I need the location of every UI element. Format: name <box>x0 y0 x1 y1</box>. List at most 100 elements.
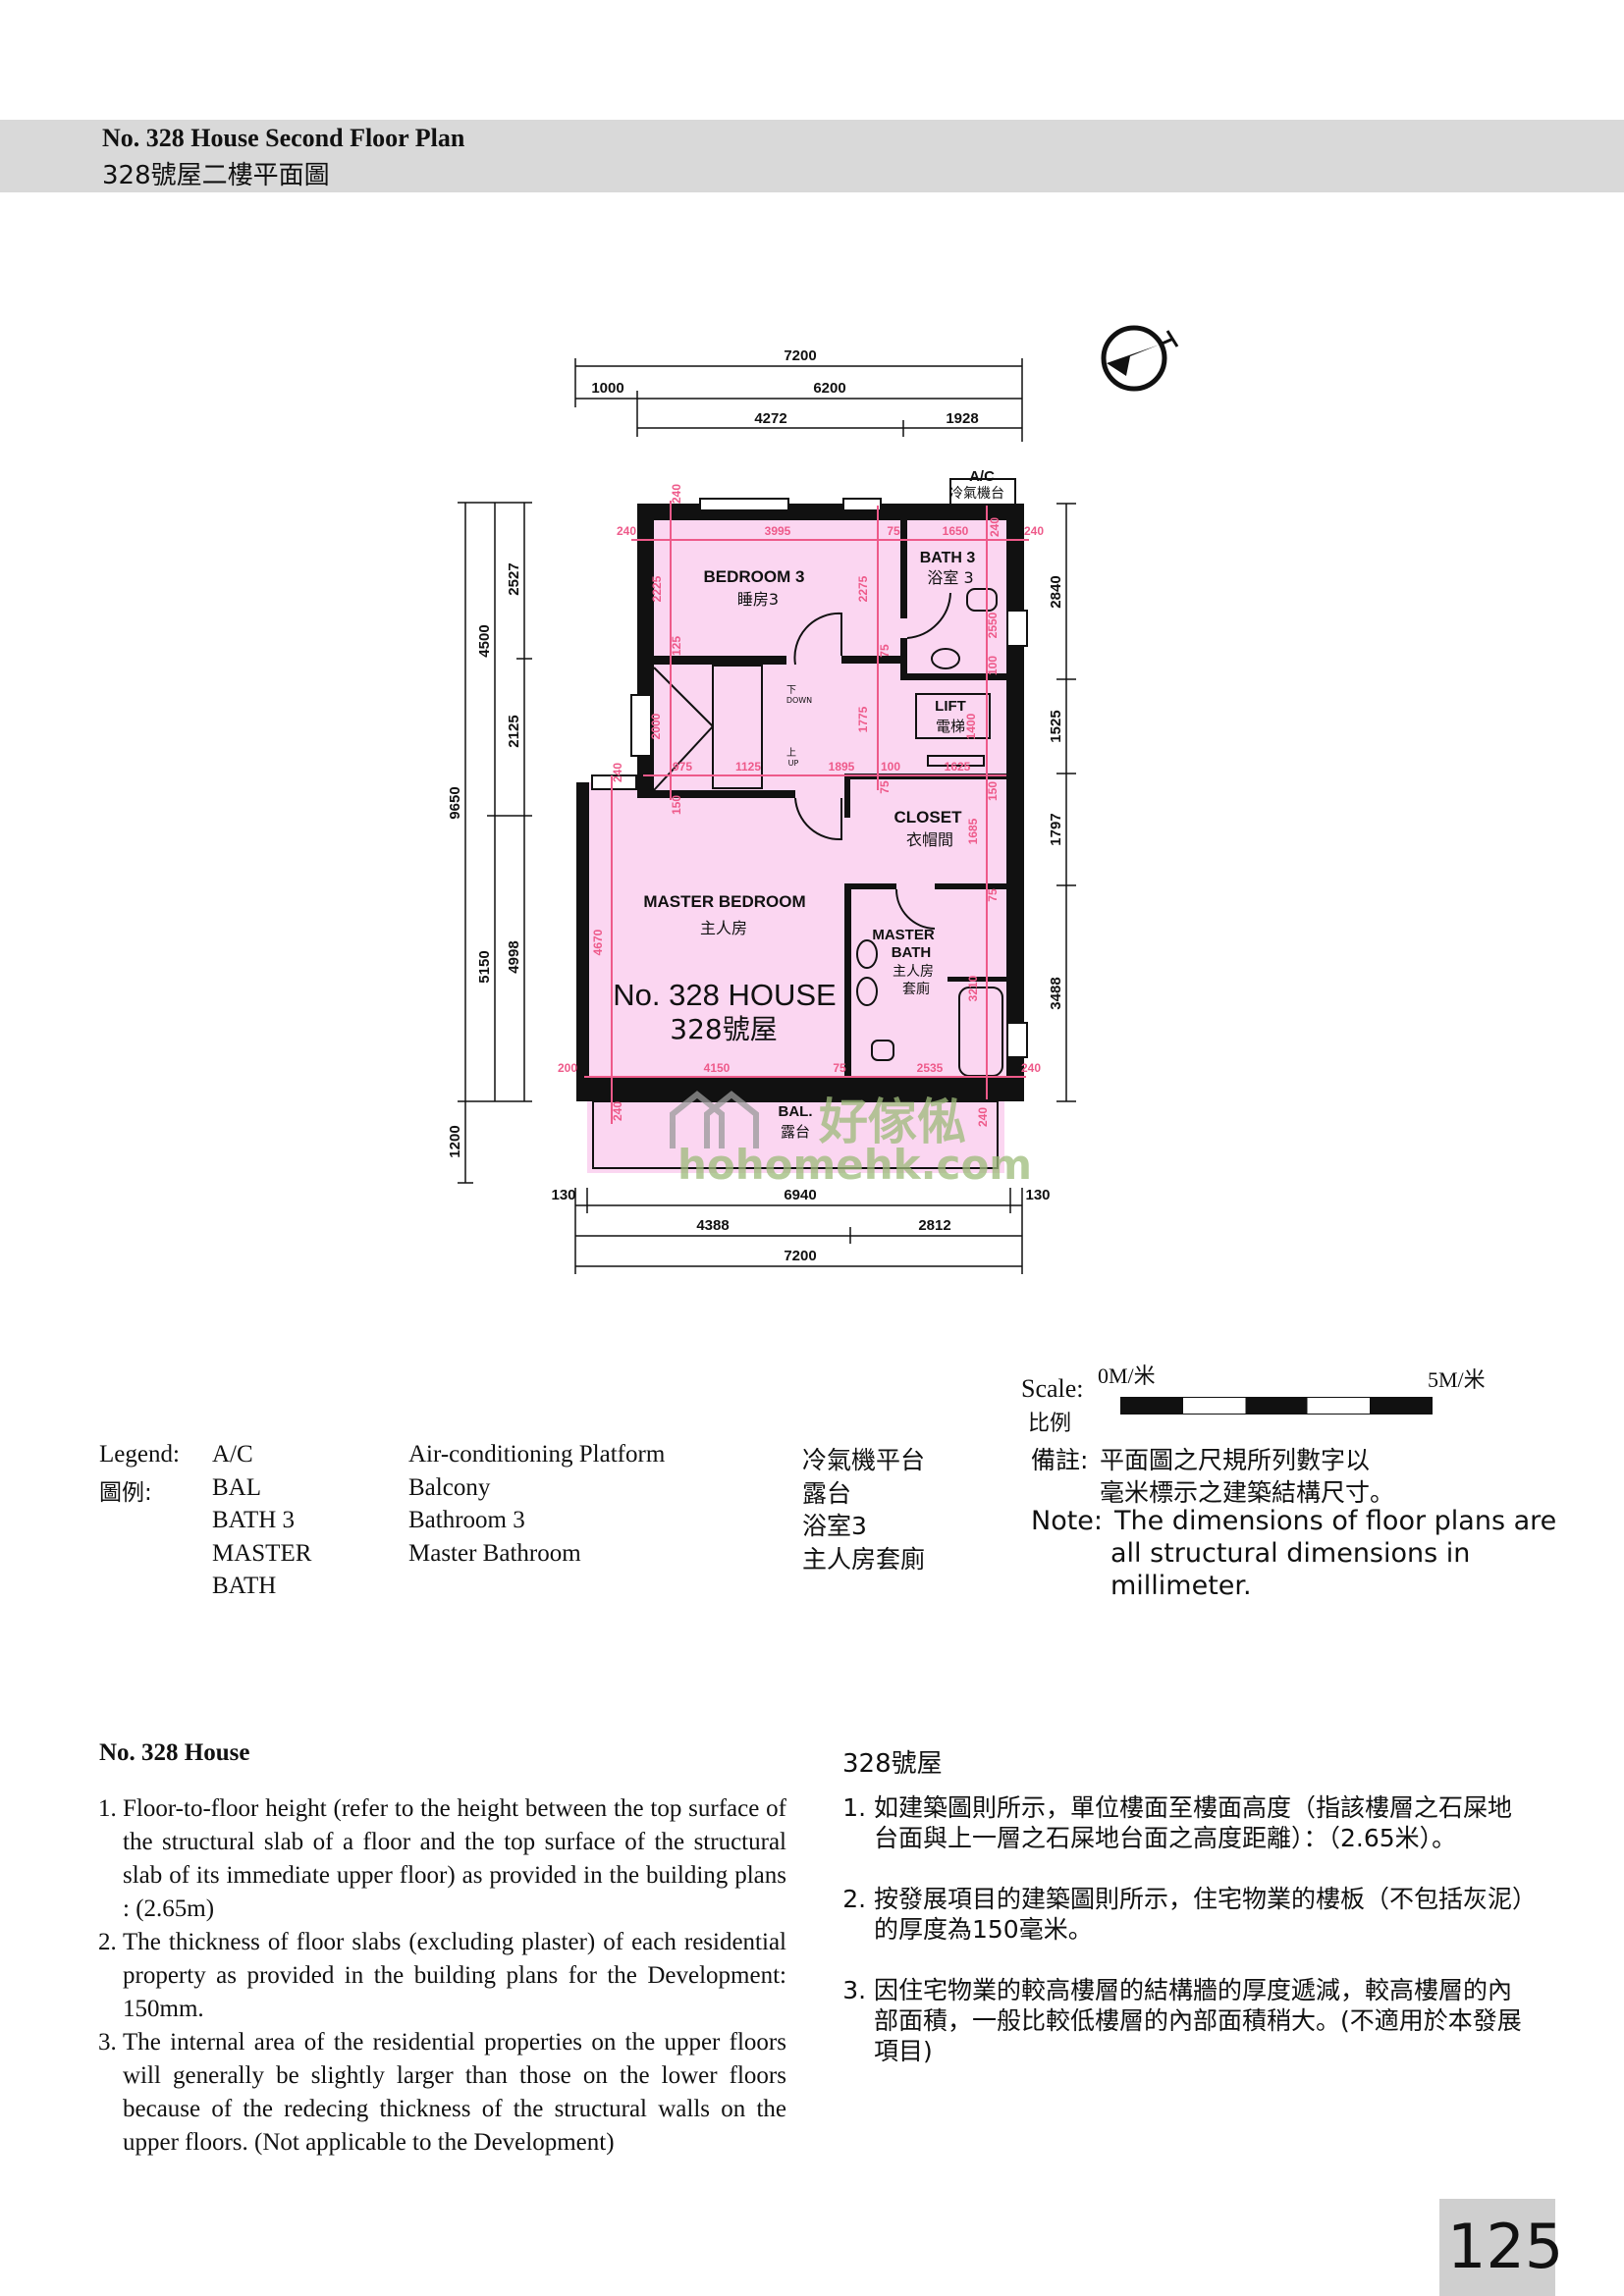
toilet <box>871 1040 894 1061</box>
scale-end: 5M/米 <box>1428 1367 1486 1392</box>
basin <box>931 648 960 669</box>
dimension-label: 75 <box>833 1061 846 1075</box>
dimension-label: 240 <box>611 763 624 782</box>
legend-abbr: A/C <box>212 1441 253 1468</box>
dimension-label: 240 <box>611 1101 624 1121</box>
dimension-label: 1650 <box>943 524 969 538</box>
note-zh-item: 如建築圖則所示，單位樓面至樓面高度（指該樓層之石屎地台面與上一層之石屎地台面之高… <box>874 1792 1529 1853</box>
dimension-label: 75 <box>878 780 892 794</box>
bedroom3-label: BEDROOM 3 <box>704 567 805 586</box>
watermark-url: hohomehk.com <box>677 1141 1032 1189</box>
remark-en-line: millimeter. <box>1110 1571 1252 1601</box>
dimension-label: 6200 <box>813 380 845 397</box>
scale-label-zh: 比例 <box>1028 1412 1072 1436</box>
inner-dimension-lines <box>584 501 1029 1124</box>
dimension-label: 240 <box>617 524 636 538</box>
bath3-label-zh: 浴室 3 <box>927 568 973 587</box>
dimension-label: 2275 <box>856 575 870 602</box>
master-bedroom-label-zh: 主人房 <box>700 919 747 937</box>
dimension-label: 150 <box>986 781 1000 801</box>
dimension-label: 7200 <box>784 1248 816 1264</box>
master-bath-label-zh: 主人房 <box>893 964 934 980</box>
watermark-zh: 好傢俬 <box>818 1094 966 1150</box>
door-swing <box>793 612 842 666</box>
dimension-label: 6940 <box>784 1187 816 1203</box>
legend-en: Air-conditioning Platform <box>408 1441 666 1468</box>
remark-en-line: all structural dimensions in <box>1110 1538 1471 1569</box>
closet-label-zh: 衣帽間 <box>906 830 953 849</box>
dimension-label: 3488 <box>1048 977 1064 1009</box>
legend-abbr: BATH <box>212 1573 277 1599</box>
dimension-label: 1625 <box>945 760 971 774</box>
page-header: No. 328 House Second Floor Plan 328號屋二樓平… <box>0 120 1624 192</box>
basin <box>856 977 878 1006</box>
dimension-label: 1125 <box>735 760 761 774</box>
dimension-label: 2225 <box>650 575 664 602</box>
bath3-label: BATH 3 <box>920 550 976 566</box>
legend-label-zh: 圖例: <box>99 1480 152 1506</box>
room-labels: BEDROOM 3 睡房3 BATH 3 浴室 3 LIFT 電梯 下 DOWN… <box>613 468 1004 1141</box>
master-bath-label-2: BATH <box>892 944 932 961</box>
dimension-label: 240 <box>988 517 1001 537</box>
outer-dimension-lines <box>458 358 1076 1274</box>
dimension-label: 1525 <box>1048 710 1064 742</box>
page-number: 125 <box>1447 2211 1564 2282</box>
dimension-label: 2535 <box>917 1061 944 1075</box>
ac-platform <box>949 478 1016 506</box>
master-bedroom-label: MASTER BEDROOM <box>643 892 805 911</box>
title-en: No. 328 House Second Floor Plan <box>102 124 465 152</box>
dimension-label: 9650 <box>447 786 463 819</box>
dimension-label: 240 <box>1021 1061 1041 1075</box>
dimension-label: 4150 <box>704 1061 731 1075</box>
legend-en: Bathroom 3 <box>408 1507 525 1533</box>
balcony-label-zh: 露台 <box>781 1123 810 1141</box>
dimension-label: 2840 <box>1048 575 1064 608</box>
legend-abbr: BATH 3 <box>212 1507 296 1533</box>
dimension-label: 7200 <box>784 347 816 364</box>
door-swing <box>794 797 842 841</box>
dimension-label: 2527 <box>506 562 522 595</box>
notes-zh-title: 328號屋 <box>842 1749 943 1779</box>
dimension-label: 1685 <box>966 818 980 844</box>
dimension-label: 1928 <box>946 410 978 427</box>
up-label-zh: 上 <box>786 747 796 759</box>
dimension-label: 125 <box>670 636 683 656</box>
title-zh: 328號屋二樓平面圖 <box>102 161 330 190</box>
note-en-item: The internal area of the residential pro… <box>123 2026 786 2160</box>
ac-label: A/C <box>969 468 995 485</box>
remark-zh-line: 毫米標示之建築結構尺寸。 <box>1100 1478 1395 1507</box>
notes-en-title: No. 328 House <box>99 1739 250 1766</box>
scale-label: Scale: <box>1021 1374 1084 1403</box>
fixtures <box>592 478 1016 1169</box>
lift-label: LIFT <box>935 698 966 715</box>
legend-en: Master Bathroom <box>408 1539 581 1567</box>
page-number-box: 125 <box>1439 2199 1563 2296</box>
dimension-label: 2812 <box>918 1217 950 1234</box>
dimension-label: 4272 <box>754 410 786 427</box>
dimension-label: 4670 <box>591 929 605 955</box>
down-label: DOWN <box>786 696 812 705</box>
up-label: UP <box>788 759 799 768</box>
dimension-label: 75 <box>887 524 900 538</box>
master-bath-label-zh-2: 套廁 <box>902 981 930 997</box>
dimension-label: 1000 <box>591 380 623 397</box>
scale-bar <box>1120 1397 1433 1415</box>
house-label-zh: 328號屋 <box>670 1013 777 1045</box>
dimension-label: 100 <box>881 760 900 774</box>
down-label-zh: 下 <box>786 685 796 696</box>
dimension-label: 150 <box>670 795 683 815</box>
notes-zh: 如建築圖則所示，單位樓面至樓面高度（指該樓層之石屎地台面與上一層之石屎地台面之高… <box>846 1792 1529 2097</box>
dimension-label: 240 <box>976 1107 990 1127</box>
dimension-label: 5150 <box>476 950 493 983</box>
dimension-label: 75 <box>986 888 1000 902</box>
note-zh-item: 因住宅物業的較高樓層的結構牆的厚度遞減，較高樓層的內部面積，一般比較低樓層的內部… <box>874 1975 1529 2066</box>
toilet <box>966 588 998 612</box>
dimension-label: 1200 <box>447 1125 463 1157</box>
ac-label-zh: 冷氣機台 <box>949 486 1004 502</box>
legend-zh: 露台 <box>802 1478 852 1508</box>
balcony-label: BAL. <box>779 1103 813 1120</box>
dimension-label: 100 <box>986 656 1000 675</box>
legend-zh: 浴室3 <box>802 1512 867 1540</box>
dimension-label: 1895 <box>829 760 855 774</box>
master-bath-label: MASTER <box>872 927 935 943</box>
